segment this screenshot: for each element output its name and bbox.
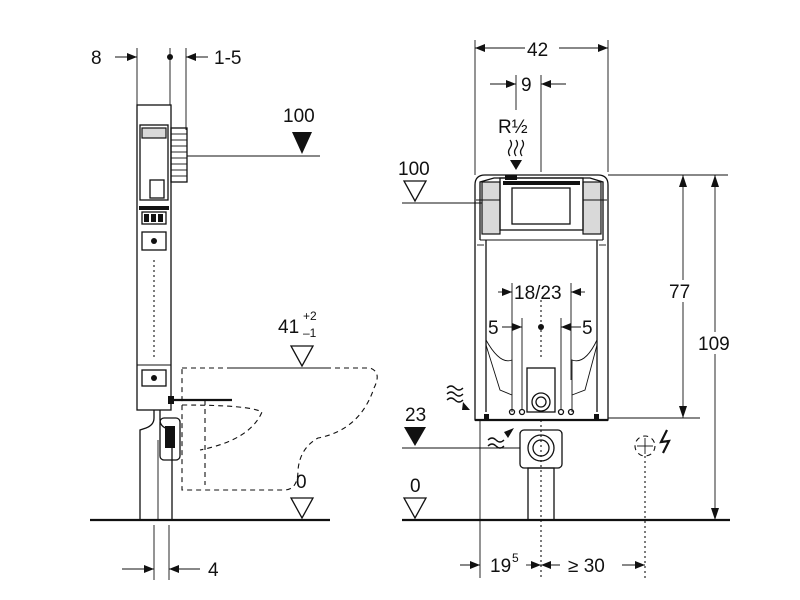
dim-label-18-23: 18/23 bbox=[514, 283, 562, 304]
side-view: 8 1-5 bbox=[90, 48, 378, 581]
dim-label-min-30: ≥ 30 bbox=[568, 556, 605, 577]
bowl-height-tol-plus: +2 bbox=[303, 309, 317, 323]
front-power-socket bbox=[634, 429, 671, 578]
lightning-icon bbox=[659, 429, 671, 454]
side-top-dimension: 8 1-5 bbox=[91, 48, 241, 130]
level-label-100-front: 100 bbox=[398, 159, 430, 180]
level-label-100-side: 100 bbox=[283, 106, 315, 127]
front-drain-pipe bbox=[519, 420, 563, 578]
front-bottom-dimensions: 19 5 ≥ 30 bbox=[460, 420, 645, 578]
front-bolt-offsets: 5 5 bbox=[488, 318, 593, 410]
dim-label-1-5: 1-5 bbox=[214, 48, 241, 69]
side-floor: 0 bbox=[90, 472, 330, 522]
dim-label-19-sup: 5 bbox=[512, 551, 519, 565]
side-frame bbox=[136, 104, 232, 411]
front-inlet-arrows bbox=[446, 385, 514, 449]
dim-label-5-left: 5 bbox=[488, 318, 499, 339]
front-view: 42 9 R½ bbox=[398, 38, 737, 578]
side-bottom-dimension: 4 bbox=[122, 525, 219, 581]
level-label-0-side: 0 bbox=[296, 472, 307, 493]
dim-label-42: 42 bbox=[527, 40, 548, 61]
side-drain-pipe bbox=[139, 410, 181, 520]
front-supply-dimension: 9 bbox=[490, 75, 566, 172]
front-frame-height: 77 bbox=[608, 174, 700, 419]
front-bolt-spacing: 18/23 bbox=[498, 283, 585, 380]
supply-thread-label: R½ bbox=[498, 117, 528, 138]
bowl-height-label: 41 bbox=[278, 317, 299, 338]
dim-label-5-right: 5 bbox=[582, 318, 593, 339]
level-label-0-front: 0 bbox=[410, 476, 421, 497]
dim-label-8: 8 bbox=[91, 48, 102, 69]
front-width-dimension: 42 bbox=[474, 38, 609, 175]
level-label-23: 23 bbox=[405, 405, 426, 426]
dim-label-4: 4 bbox=[208, 560, 219, 581]
dim-label-109: 109 bbox=[698, 334, 730, 355]
side-level-41: 41 +2 –1 bbox=[230, 309, 330, 369]
side-toilet-bowl bbox=[181, 367, 378, 491]
side-level-100: 100 bbox=[187, 106, 320, 157]
dim-label-9: 9 bbox=[521, 75, 532, 96]
front-level-23: 23 bbox=[402, 405, 520, 449]
bowl-height-tol-minus: –1 bbox=[303, 326, 317, 340]
front-water-supply: R½ bbox=[498, 117, 528, 170]
dim-label-77: 77 bbox=[669, 282, 690, 303]
front-total-height: 109 bbox=[690, 174, 737, 520]
dim-label-19: 19 bbox=[490, 556, 511, 577]
front-level-100: 100 bbox=[398, 159, 482, 204]
front-floor: 0 bbox=[402, 476, 730, 522]
